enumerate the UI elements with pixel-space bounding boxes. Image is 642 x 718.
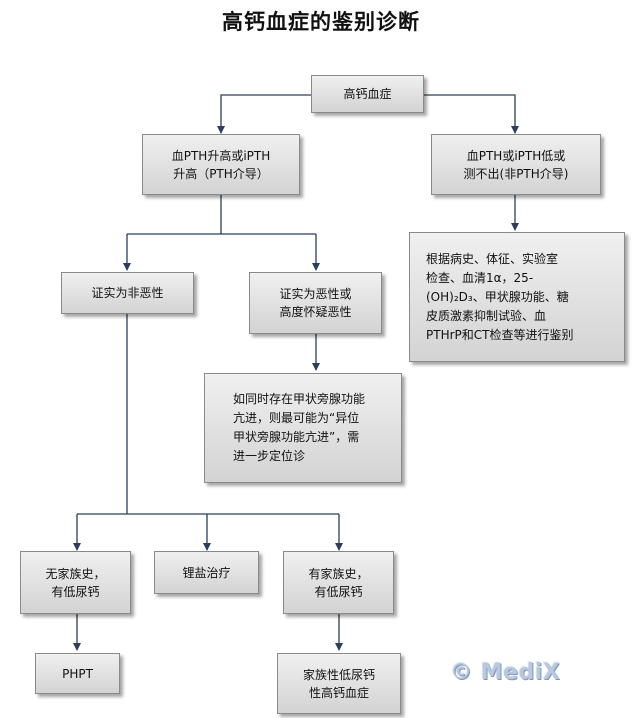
node-family-history: 有家族史， 有低尿钙 [283,551,394,614]
node-no-family-history: 无家族史， 有低尿钙 [20,551,131,614]
node-ectopic-hyperparathyroidism: 如同时存在甲状旁腺功能 亢进，则最可能为“异位 甲状旁腺功能亢进”，需 进一步定… [204,373,402,483]
diagram-title: 高钙血症的鉴别诊断 [222,9,420,34]
node-fhh: 家族性低尿钙 性高钙血症 [277,653,401,714]
node-pth-elevated: 血PTH升高或iPTH 升高（PTH介导） [142,134,300,195]
node-malignant-suspected: 证实为恶性或 高度怀疑恶性 [249,272,382,334]
node-pth-elevated-label: 血PTH升高或iPTH 升高（PTH介导） [171,148,271,181]
node-benign-confirmed-label: 证实为非恶性 [91,286,164,300]
node-hypercalcemia-label: 高钙血症 [343,87,392,101]
node-phpt-label: PHPT [62,666,93,681]
connector-root-left [217,94,311,134]
node-hypercalcemia: 高钙血症 [311,75,424,113]
node-pth-low-label: 血PTH或iPTH低或 测不出(非PTH介导) [463,148,569,181]
node-non-pth-evaluation: 根据病史、体征、实验室 检查、血清1α，25- (OH)₂D₃、甲状腺功能、糖 … [409,232,625,362]
connector-root-right [424,94,519,134]
node-no-family-history-label: 无家族史， 有低尿钙 [45,566,106,599]
node-ectopic-hyperparathyroidism-label: 如同时存在甲状旁腺功能 亢进，则最可能为“异位 甲状旁腺功能亢进”，需 进一步定… [233,392,366,463]
node-non-pth-evaluation-label: 根据病史、体征、实验室 检查、血清1α，25- (OH)₂D₃、甲状腺功能、糖 … [426,251,574,342]
node-pth-low: 血PTH或iPTH低或 测不出(非PTH介导) [431,134,601,195]
node-lithium-therapy-label: 锂盐治疗 [182,565,231,580]
node-fhh-label: 家族性低尿钙 性高钙血症 [302,667,375,700]
node-benign-confirmed: 证实为非恶性 [61,272,194,314]
node-family-history-label: 有家族史， 有低尿钙 [308,566,369,599]
node-phpt: PHPT [35,653,120,694]
node-malignant-suspected-label: 证实为恶性或 高度怀疑恶性 [279,287,352,319]
node-lithium-therapy: 锂盐治疗 [154,551,259,594]
medix-watermark-logo: © MediX [450,660,561,685]
